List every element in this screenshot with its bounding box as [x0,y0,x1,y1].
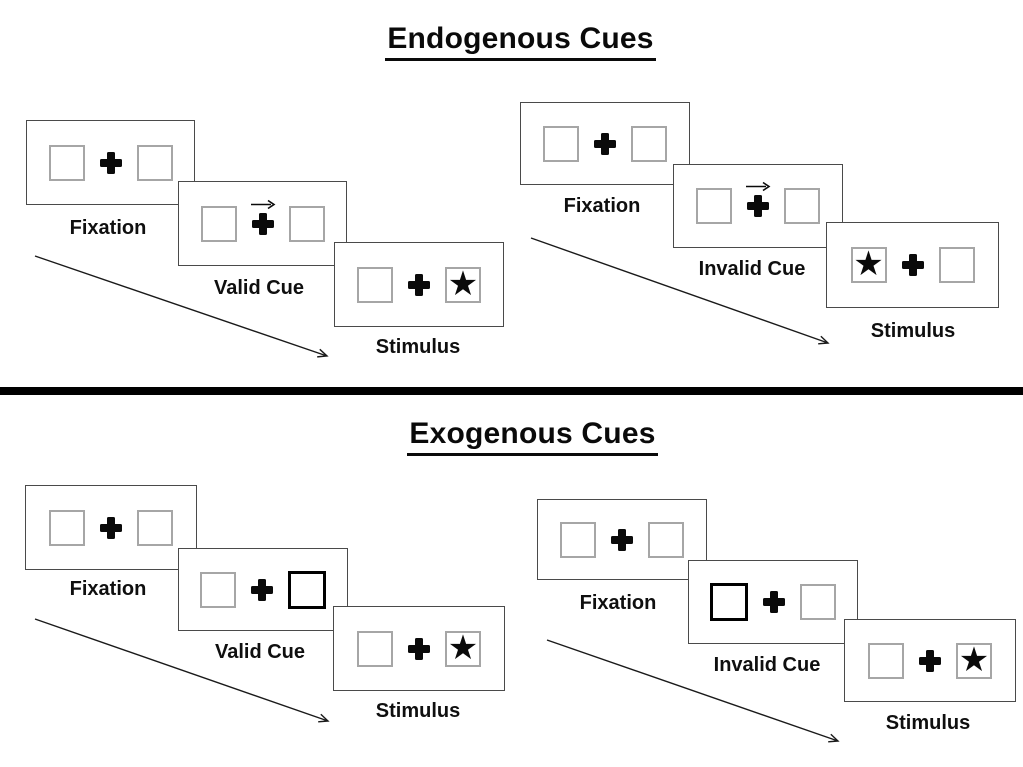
section-divider [0,387,1023,395]
sequence-arrow-endo-valid [34,255,329,358]
endo-invalid-cue-panel [673,164,843,248]
placeholder-box-right [938,247,975,283]
fixation-cross-icon [611,528,633,551]
placeholder-box-left [48,144,85,181]
fixation-cross-icon [250,199,275,235]
fixation-cross-icon [746,181,771,217]
exo-valid-fixation-panel [25,485,197,570]
placeholder-box-left [357,630,393,667]
placeholder-box-right [136,144,173,181]
fixation-cross-icon [99,151,122,174]
panel-label: Stimulus [885,712,971,734]
sequence-arrow-exo-valid [34,618,330,723]
placeholder-box-left [543,125,579,162]
highlighted-box-right [288,570,326,609]
panel-label: Fixation [69,217,147,239]
fixation-cross-icon [408,637,430,660]
panel-label: Fixation [69,578,147,600]
fixation-cross-icon [594,132,616,155]
panel-label: Valid Cue [213,277,305,299]
panel-label: Fixation [563,195,641,217]
placeholder-box-right [137,509,173,546]
panel-label: Stimulus [375,700,461,722]
fixation-cross-icon [919,649,941,672]
fixation-cross-icon [100,516,122,539]
endo-valid-stimulus-panel: ★ [334,242,504,327]
section-title-endogenous: Endogenous Cues [385,22,656,61]
section-title-exogenous: Exogenous Cues [407,417,658,456]
endo-invalid-fixation-panel [520,102,690,185]
star-icon: ★ [853,245,884,283]
star-icon: ★ [447,628,479,667]
placeholder-box-right [288,205,325,242]
fixation-cross-icon [901,254,924,276]
placeholder-box-left [200,205,237,242]
placeholder-box-left [560,521,596,558]
panel-label: Fixation [579,592,657,614]
panel-label: Stimulus [375,336,461,358]
panel-label: Valid Cue [214,641,306,663]
exo-invalid-fixation-panel [537,499,707,580]
placeholder-box-right [631,125,667,162]
target-box-right: ★ [445,628,481,667]
endo-valid-cue-panel [178,181,347,266]
star-icon: ★ [958,640,990,679]
panel-label: Invalid Cue [713,654,821,676]
exo-valid-stimulus-panel: ★ [333,606,505,691]
endo-valid-fixation-panel [26,120,195,205]
exo-invalid-cue-panel [688,560,858,644]
placeholder-box-left [868,642,904,679]
fixation-cross-icon [408,273,430,296]
panel-label: Stimulus [870,320,956,342]
placeholder-box-right [784,188,820,224]
placeholder-box-right [800,584,836,620]
highlighted-box-left [710,583,748,621]
target-box-right: ★ [956,640,992,679]
placeholder-box-left [357,266,393,303]
endo-invalid-stimulus-panel: ★ [826,222,999,308]
panel-label: Invalid Cue [698,258,806,280]
star-icon: ★ [447,264,479,303]
fixation-cross-icon [763,591,785,613]
sequence-arrow-endo-invalid [530,237,830,345]
placeholder-box-left [696,188,732,224]
exo-invalid-stimulus-panel: ★ [844,619,1016,702]
placeholder-box-left [49,509,85,546]
target-box-left: ★ [850,245,887,283]
fixation-cross-icon [251,578,273,601]
placeholder-box-left [200,571,236,608]
exogenous-title-row: Exogenous Cues [0,417,1023,456]
placeholder-box-right [648,521,684,558]
endogenous-title-row: Endogenous Cues [0,22,1023,61]
cue-arrow-right-icon [250,199,275,209]
exo-valid-cue-panel [178,548,348,631]
cue-arrow-right-icon [746,181,771,192]
target-box-right: ★ [445,264,481,303]
